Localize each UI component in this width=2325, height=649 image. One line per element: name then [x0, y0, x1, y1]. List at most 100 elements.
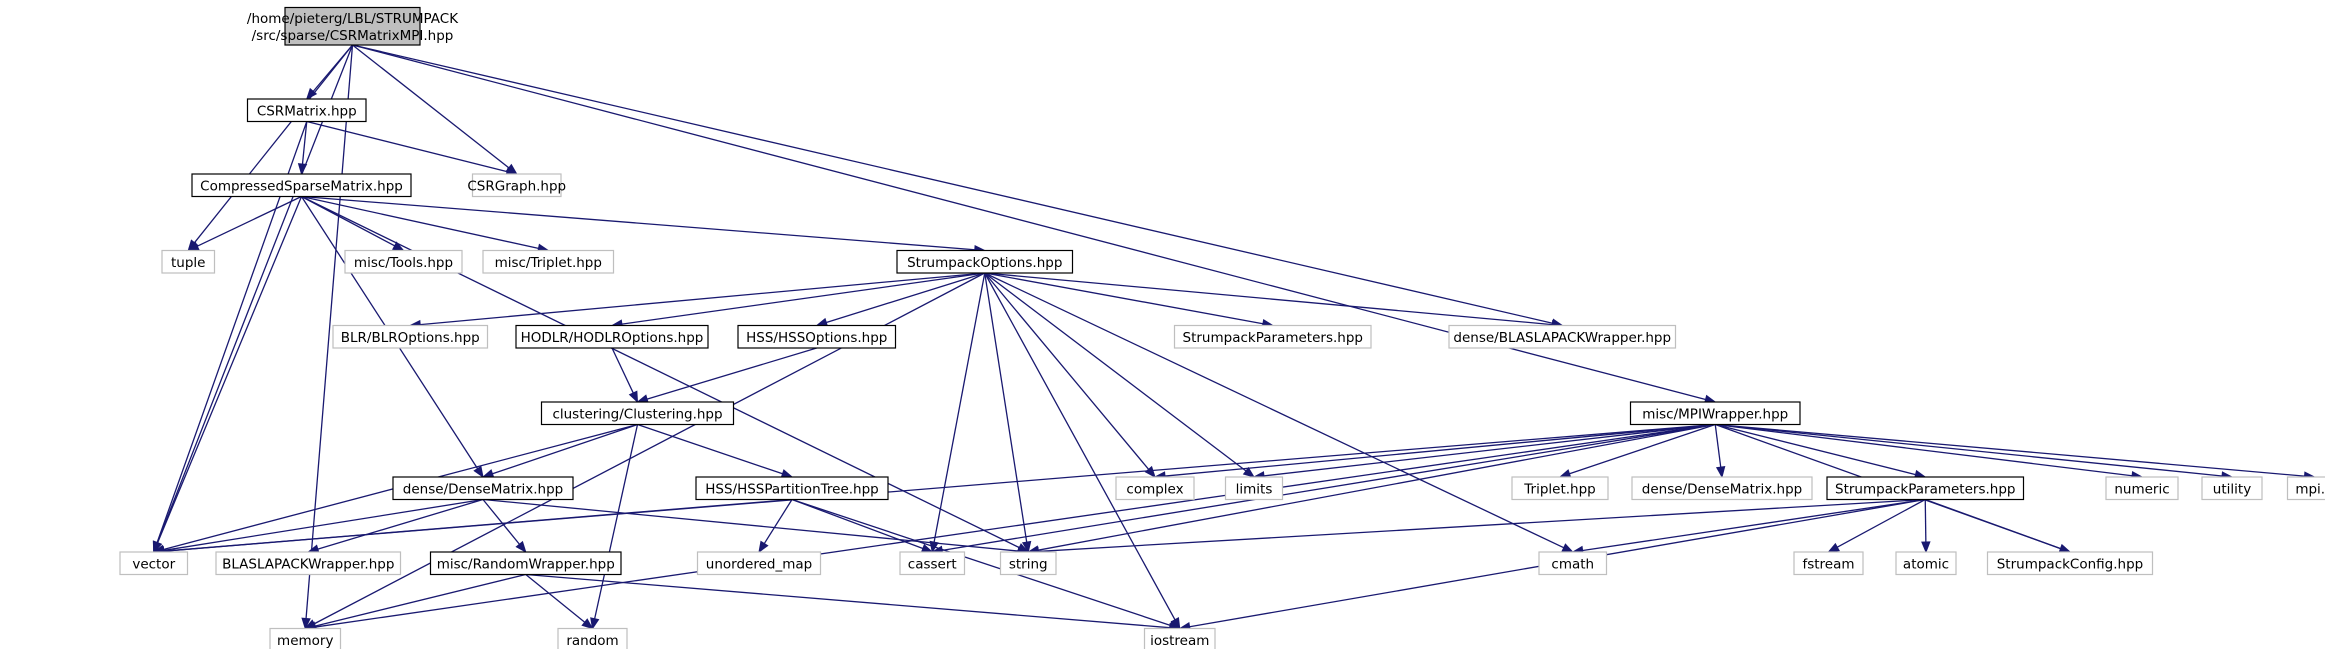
node-box — [2201, 476, 2263, 501]
node-label: /home/pieterg/LBL/STRUMPACK — [247, 11, 459, 27]
edge-mpiwrapper-to-triplet — [1558, 423, 1716, 479]
node-label: mpi.h — [2295, 481, 2325, 497]
node-cmath: cmath — [1538, 551, 1608, 576]
node-clustering[interactable]: clustering/Clustering.hpp — [540, 401, 735, 426]
node-label: iostream — [1150, 633, 1209, 649]
node-hssoptions[interactable]: HSS/HSSOptions.hpp — [737, 324, 897, 349]
node-box — [2286, 476, 2325, 501]
node-label: HSS/HSSOptions.hpp — [746, 330, 887, 346]
node-label: random — [566, 633, 618, 649]
node-box — [482, 249, 615, 274]
node-randomwrapper[interactable]: misc/RandomWrapper.hpp — [429, 551, 622, 576]
edge-csrmatrix-to-compressed — [297, 121, 308, 176]
edge-strumpackparams2-to-atomic — [1921, 499, 1931, 554]
node-layer: /home/pieterg/LBL/STRUMPACK/src/sparse/C… — [119, 6, 2325, 649]
node-hsspartition[interactable]: HSS/HSSPartitionTree.hpp — [695, 476, 889, 501]
node-label: Triplet.hpp — [1523, 481, 1595, 497]
node-root[interactable]: /home/pieterg/LBL/STRUMPACK/src/sparse/C… — [247, 6, 459, 46]
node-label: string — [1009, 556, 1048, 572]
edge-mpiwrapper-to-mpih — [1715, 423, 2316, 481]
node-hodlroptions[interactable]: HODLR/HODLROptions.hpp — [515, 324, 709, 349]
node-label: CSRMatrix.hpp — [257, 103, 357, 119]
node-box — [161, 249, 216, 274]
edge-mpiwrapper-to-densematrix2 — [1714, 424, 1726, 479]
node-label: dense/DenseMatrix.hpp — [403, 481, 563, 497]
edge-mpiwrapper-to-limits — [1252, 423, 1716, 481]
edge-mpiwrapper-to-numeric — [1715, 423, 2144, 481]
node-mpiwrapper[interactable]: misc/MPIWrapper.hpp — [1629, 401, 1801, 426]
node-box — [1826, 476, 2025, 501]
node-utility: utility — [2201, 476, 2263, 501]
node-label: BLR/BLROptions.hpp — [341, 330, 480, 346]
edge-strumpackoptions-to-string — [984, 272, 1032, 554]
node-box — [1986, 551, 2154, 576]
edge-strumpackparams2-to-fstream — [1827, 498, 1926, 553]
node-tuple: tuple — [161, 249, 216, 274]
node-label: BLASLAPACKWrapper.hpp — [222, 556, 394, 572]
edge-randomwrapper-to-iostream — [525, 573, 1182, 633]
node-label: fstream — [1802, 556, 1854, 572]
node-label: CSRGraph.hpp — [467, 178, 566, 194]
node-label: StrumpackOptions.hpp — [907, 255, 1062, 271]
edge-root-to-mpiwrapper — [352, 44, 1717, 404]
node-random: random — [557, 627, 628, 649]
node-fstream: fstream — [1793, 551, 1864, 576]
edge-hsspartition-to-cassert — [791, 498, 934, 553]
edge-root-to-tuple — [187, 44, 354, 252]
node-compressed[interactable]: CompressedSparseMatrix.hpp — [191, 173, 412, 198]
edge-strumpackoptions-to-cassert — [929, 272, 986, 554]
node-label: misc/Tools.hpp — [354, 255, 453, 271]
edge-densematrix-to-randomwrapper — [482, 499, 527, 554]
node-string: string — [999, 551, 1057, 576]
node-box — [392, 476, 574, 501]
node-strumpackoptions[interactable]: StrumpackOptions.hpp — [896, 249, 1074, 274]
node-misctools: misc/Tools.hpp — [344, 249, 463, 274]
edge-strumpackoptions-to-limits — [984, 272, 1256, 478]
node-box — [1173, 324, 1372, 349]
edge-clustering-to-densematrix — [481, 423, 638, 479]
node-label: utility — [2213, 481, 2251, 497]
node-atomic: atomic — [1895, 551, 1957, 576]
edge-strumpackoptions-to-complex — [984, 272, 1156, 479]
node-label: CompressedSparseMatrix.hpp — [200, 178, 403, 194]
edge-compressed-to-tuple — [187, 195, 302, 252]
node-box — [999, 551, 1057, 576]
node-strumpackparams1: StrumpackParameters.hpp — [1173, 324, 1372, 349]
node-box — [332, 324, 489, 349]
node-unorderedmap: unordered_map — [696, 551, 822, 576]
node-densematrix[interactable]: dense/DenseMatrix.hpp — [392, 476, 574, 501]
node-box — [269, 627, 342, 649]
node-strumpackparams2[interactable]: StrumpackParameters.hpp — [1826, 476, 2025, 501]
node-box — [896, 249, 1074, 274]
node-misctriplet: misc/Triplet.hpp — [482, 249, 615, 274]
edge-strumpackparams2-to-strumpackconfig — [1925, 498, 2072, 553]
edge-hsspartition-to-iostream — [791, 498, 1182, 630]
edge-clustering-to-random — [590, 424, 639, 630]
edge-compressed-to-strumpackoptions — [301, 195, 987, 255]
node-csrmatrix[interactable]: CSRMatrix.hpp — [246, 98, 367, 123]
edge-randomwrapper-to-random — [525, 573, 594, 630]
node-label: dense/DenseMatrix.hpp — [1642, 481, 1802, 497]
edge-hodlroptions-to-clustering — [611, 347, 639, 404]
edge-clustering-to-hsspartition — [637, 423, 794, 479]
node-box — [191, 173, 412, 198]
edge-strumpackoptions-to-iostream — [984, 272, 1181, 630]
edge-strumpackoptions-to-hodlroptions — [610, 272, 985, 329]
node-box — [515, 324, 709, 349]
edge-densematrix-to-string — [482, 498, 1030, 556]
node-box — [540, 401, 735, 426]
node-box — [1895, 551, 1957, 576]
node-box — [1115, 476, 1195, 501]
node-box — [696, 551, 822, 576]
node-label: complex — [1126, 481, 1183, 497]
node-label: tuple — [171, 255, 205, 271]
node-box — [1224, 476, 1284, 501]
node-box — [471, 173, 562, 198]
node-box — [1793, 551, 1864, 576]
node-box — [429, 551, 622, 576]
node-box — [215, 551, 402, 576]
node-box — [1631, 476, 1813, 501]
node-box — [557, 627, 628, 649]
node-box — [1511, 476, 1609, 501]
node-strumpackconfig: StrumpackConfig.hpp — [1986, 551, 2154, 576]
